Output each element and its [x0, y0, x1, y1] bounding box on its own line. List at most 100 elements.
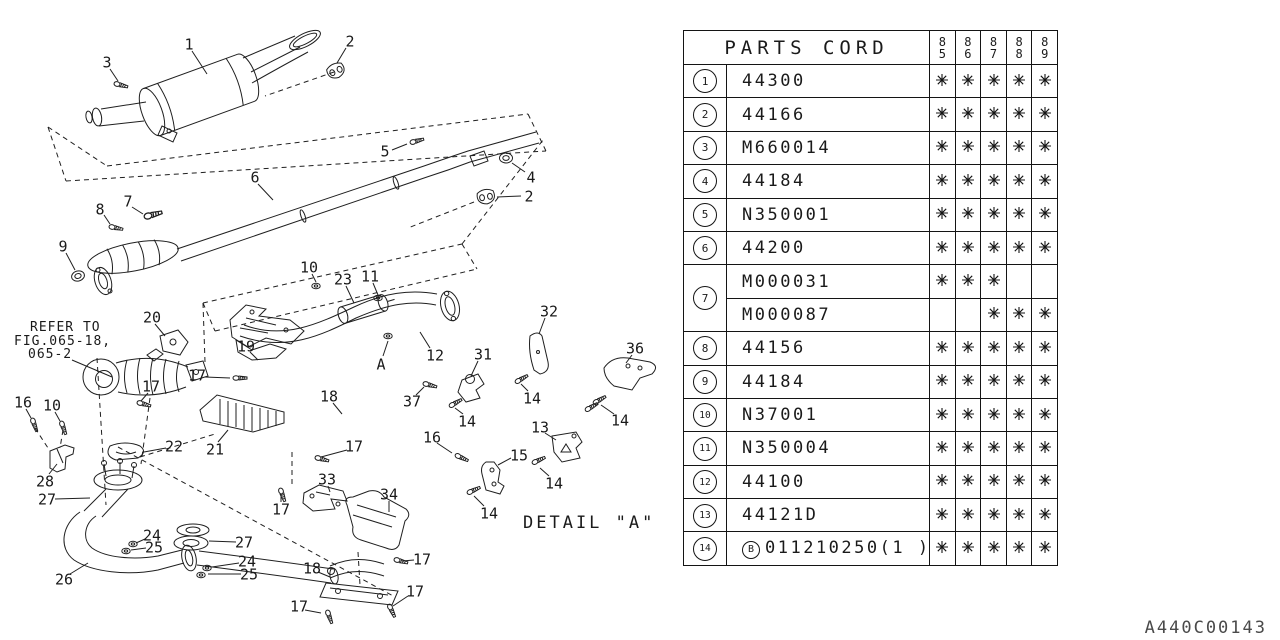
part-number-cell: 44184	[725, 164, 931, 199]
callout-32: 32	[540, 303, 558, 321]
hanger-brackets	[457, 332, 656, 495]
fitment-asterisk	[961, 107, 974, 120]
part-number-cell: N350004	[725, 431, 931, 466]
callout-leader	[217, 429, 229, 443]
callout-leader	[401, 559, 415, 562]
fitment-asterisk	[1038, 440, 1051, 453]
callout-27: 27	[38, 491, 56, 509]
fitment-mark-cell	[954, 498, 982, 533]
callout-leader	[544, 432, 557, 441]
callout-leader	[191, 50, 208, 75]
callout-leader	[454, 407, 464, 415]
fitment-mark-cell	[980, 230, 1007, 266]
item-number-cell: 13	[683, 498, 727, 533]
fitment-mark-cell	[954, 364, 982, 399]
item-number-circle: 14	[693, 536, 717, 561]
callout-14: 14	[523, 390, 541, 408]
fitment-asterisk	[987, 340, 1000, 353]
fitment-asterisk	[961, 407, 974, 420]
fitment-asterisk	[1038, 507, 1051, 520]
part-number-cell: 44100	[725, 464, 931, 500]
callout-11: 11	[361, 268, 379, 286]
callout-26: 26	[55, 571, 73, 589]
fitment-asterisk	[961, 507, 974, 520]
fitment-asterisk	[936, 274, 949, 287]
fitment-asterisk	[961, 274, 974, 287]
b-prefix-circle: B	[742, 540, 760, 559]
fitment-mark-cell	[980, 397, 1007, 433]
fitment-asterisk	[936, 207, 949, 220]
fitment-mark-cell	[1005, 97, 1033, 132]
callout-leader	[382, 340, 389, 357]
fitment-mark-cell	[980, 63, 1007, 99]
item-number-circle: 2	[693, 102, 717, 127]
part-number-cell: 44121D	[725, 498, 931, 533]
fitment-asterisk	[936, 440, 949, 453]
fitment-mark-cell	[1005, 230, 1033, 266]
fitment-mark-cell	[1005, 464, 1033, 500]
item-number-cell: 3	[683, 130, 727, 166]
fitment-mark-cell	[929, 464, 956, 500]
callout-1: 1	[184, 36, 193, 54]
fitment-mark-cell	[980, 498, 1007, 533]
callout-leader	[345, 285, 355, 304]
callout-leader	[154, 323, 166, 337]
fitment-asterisk	[1038, 107, 1051, 120]
callout-17: 17	[290, 598, 308, 616]
fitment-asterisk	[1038, 374, 1051, 387]
fitment-asterisk	[987, 374, 1000, 387]
fitment-asterisk	[1013, 407, 1026, 420]
callout-21: 21	[206, 441, 224, 459]
fitment-mark-cell	[1005, 331, 1033, 366]
fitment-mark-cell	[1031, 397, 1058, 433]
fitment-asterisk	[936, 507, 949, 520]
callout-23: 23	[334, 271, 352, 289]
item-number-cell: 12	[683, 464, 727, 500]
callout-20: 20	[143, 309, 161, 327]
item-number-circle: 9	[693, 369, 717, 394]
middle-exhaust-pipe	[87, 131, 540, 296]
item-number-cell: 9	[683, 364, 727, 399]
fitment-mark-cell	[980, 364, 1007, 399]
callout-12: 12	[426, 347, 444, 365]
callout-A: A	[376, 356, 385, 374]
item-number-circle: 12	[693, 470, 717, 495]
fitment-mark-cell	[1005, 431, 1033, 466]
fitment-mark-cell	[980, 464, 1007, 500]
refer-note-line1: REFER TO	[30, 320, 101, 335]
fitment-mark-cell	[954, 130, 982, 166]
fitment-asterisk	[1013, 374, 1026, 387]
callout-13: 13	[531, 419, 549, 437]
item-number-circle: 3	[693, 135, 717, 160]
fitment-asterisk	[987, 207, 1000, 220]
fitment-asterisk	[987, 107, 1000, 120]
item-number-circle: 4	[693, 169, 717, 194]
fitment-asterisk	[1013, 307, 1026, 320]
lower-exhaust-pipes	[49, 442, 339, 585]
fitment-asterisk	[961, 374, 974, 387]
heat-shields	[199, 394, 410, 606]
callout-24: 24	[143, 527, 161, 545]
callout-leader	[320, 449, 348, 458]
fitment-mark-cell	[980, 297, 1007, 333]
callout-14: 14	[611, 412, 629, 430]
fitment-asterisk	[961, 340, 974, 353]
callout-leader	[48, 463, 58, 475]
item-number-cell: 6	[683, 230, 727, 266]
callout-16: 16	[423, 429, 441, 447]
fitment-asterisk	[961, 173, 974, 186]
callout-leader	[304, 609, 322, 614]
fitment-mark-cell	[954, 431, 982, 466]
callout-leader	[208, 540, 237, 543]
fitment-asterisk	[961, 140, 974, 153]
